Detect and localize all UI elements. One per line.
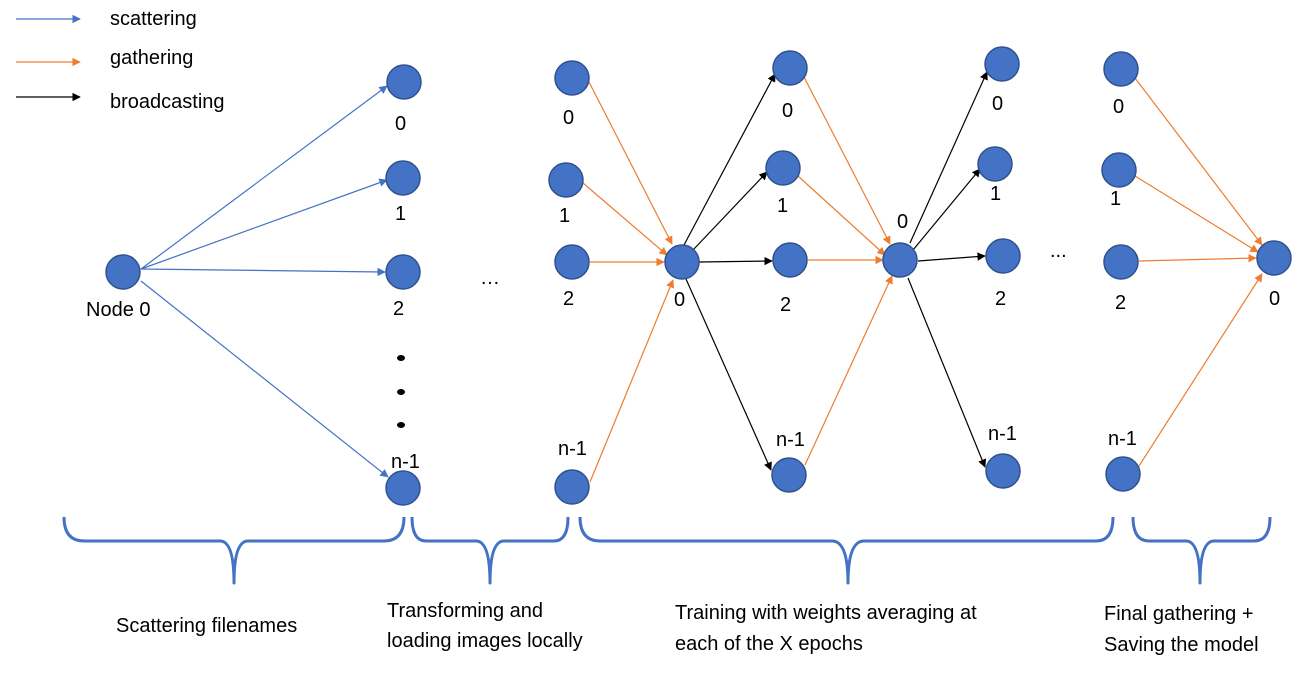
legend-scatter-label: scattering xyxy=(110,8,197,30)
node-s5-0 xyxy=(1103,51,1139,87)
svg-text:0: 0 xyxy=(992,93,1003,115)
phase-captions: Scattering filenames Transforming and lo… xyxy=(116,600,1259,656)
caption-final-1: Final gathering + xyxy=(1104,603,1254,625)
svg-text:n-1: n-1 xyxy=(1108,428,1137,450)
gather-edges-1 xyxy=(582,81,675,483)
node-agg-2 xyxy=(882,242,918,278)
caption-transform-1: Transforming and xyxy=(387,600,543,622)
node-s1-n-1 xyxy=(385,470,421,506)
caption-train-1: Training with weights averaging at xyxy=(675,602,977,624)
scatter-edge-n-1 xyxy=(140,280,389,478)
svg-text:n-1: n-1 xyxy=(988,423,1017,445)
caption-transform-2: loading images locally xyxy=(387,630,583,652)
scatter-edge-0 xyxy=(140,85,388,270)
legend-broadcast-label: broadcasting xyxy=(110,91,225,113)
label-ellipsis-2: ... xyxy=(1050,240,1067,262)
brace-train xyxy=(578,516,1115,585)
node-s4-2 xyxy=(985,238,1021,274)
svg-text:0: 0 xyxy=(395,113,406,135)
label-ellipsis-1: … xyxy=(480,267,500,289)
svg-text:0: 0 xyxy=(563,107,574,129)
phase-braces xyxy=(62,516,1272,585)
legend: scattering gathering broadcasting xyxy=(16,8,225,113)
svg-text:1: 1 xyxy=(559,205,570,227)
nodes xyxy=(105,46,1292,506)
broadcast-edges-2 xyxy=(907,71,988,468)
svg-text:1: 1 xyxy=(395,203,406,225)
node-final xyxy=(1256,240,1292,276)
node-s1-2 xyxy=(385,254,421,290)
svg-text:2: 2 xyxy=(995,288,1006,310)
node-s1-1 xyxy=(385,160,421,196)
svg-text:0: 0 xyxy=(1269,288,1280,310)
broadcast-edges-1 xyxy=(683,73,776,471)
svg-text:0: 0 xyxy=(897,211,908,233)
svg-text:2: 2 xyxy=(1115,292,1126,314)
svg-text:n-1: n-1 xyxy=(391,451,420,473)
node-s3-0 xyxy=(772,50,808,86)
svg-text:n-1: n-1 xyxy=(776,429,805,451)
svg-text:1: 1 xyxy=(777,195,788,217)
svg-text:2: 2 xyxy=(780,294,791,316)
svg-text:2: 2 xyxy=(393,298,404,320)
svg-text:0: 0 xyxy=(1113,96,1124,118)
brace-final xyxy=(1131,516,1272,585)
node-s2-1 xyxy=(548,162,584,198)
node-s3-2 xyxy=(772,242,808,278)
brace-scatter xyxy=(62,516,406,585)
brace-transform xyxy=(410,516,570,585)
scatter-edges xyxy=(140,85,389,478)
node-source xyxy=(105,254,141,290)
caption-final-2: Saving the model xyxy=(1104,634,1259,656)
svg-text:1: 1 xyxy=(990,183,1001,205)
node-s5-2 xyxy=(1103,244,1139,280)
svg-text:0: 0 xyxy=(674,289,685,311)
node-s1-0 xyxy=(386,64,422,100)
caption-scatter: Scattering filenames xyxy=(116,615,297,637)
gather-edges-final xyxy=(1134,77,1263,467)
svg-text:n-1: n-1 xyxy=(558,438,587,460)
scatter-edge-1 xyxy=(140,178,388,270)
vertical-ellipsis xyxy=(397,355,405,428)
node-s3-n-1 xyxy=(771,457,807,493)
node-s5-n-1 xyxy=(1105,456,1141,492)
node-labels: Node 0 0 1 2 n-1 … 0 1 2 n-1 0 0 1 2 n-1… xyxy=(86,93,1280,473)
node-s2-2 xyxy=(554,244,590,280)
caption-train-2: each of the X epochs xyxy=(675,633,863,655)
svg-text:2: 2 xyxy=(563,288,574,310)
node-s2-0 xyxy=(554,60,590,96)
node-s2-n-1 xyxy=(554,469,590,505)
node-s4-1 xyxy=(977,146,1013,182)
legend-gather-label: gathering xyxy=(110,47,193,69)
label-node0: Node 0 xyxy=(86,299,151,321)
node-s4-0 xyxy=(984,46,1020,82)
node-s3-1 xyxy=(765,150,801,186)
svg-text:1: 1 xyxy=(1110,188,1121,210)
node-agg-1 xyxy=(664,244,700,280)
svg-text:0: 0 xyxy=(782,100,793,122)
gather-edges-2 xyxy=(797,76,893,466)
scatter-edge-2 xyxy=(140,267,386,277)
node-s5-1 xyxy=(1101,152,1137,188)
node-s4-n-1 xyxy=(985,453,1021,489)
